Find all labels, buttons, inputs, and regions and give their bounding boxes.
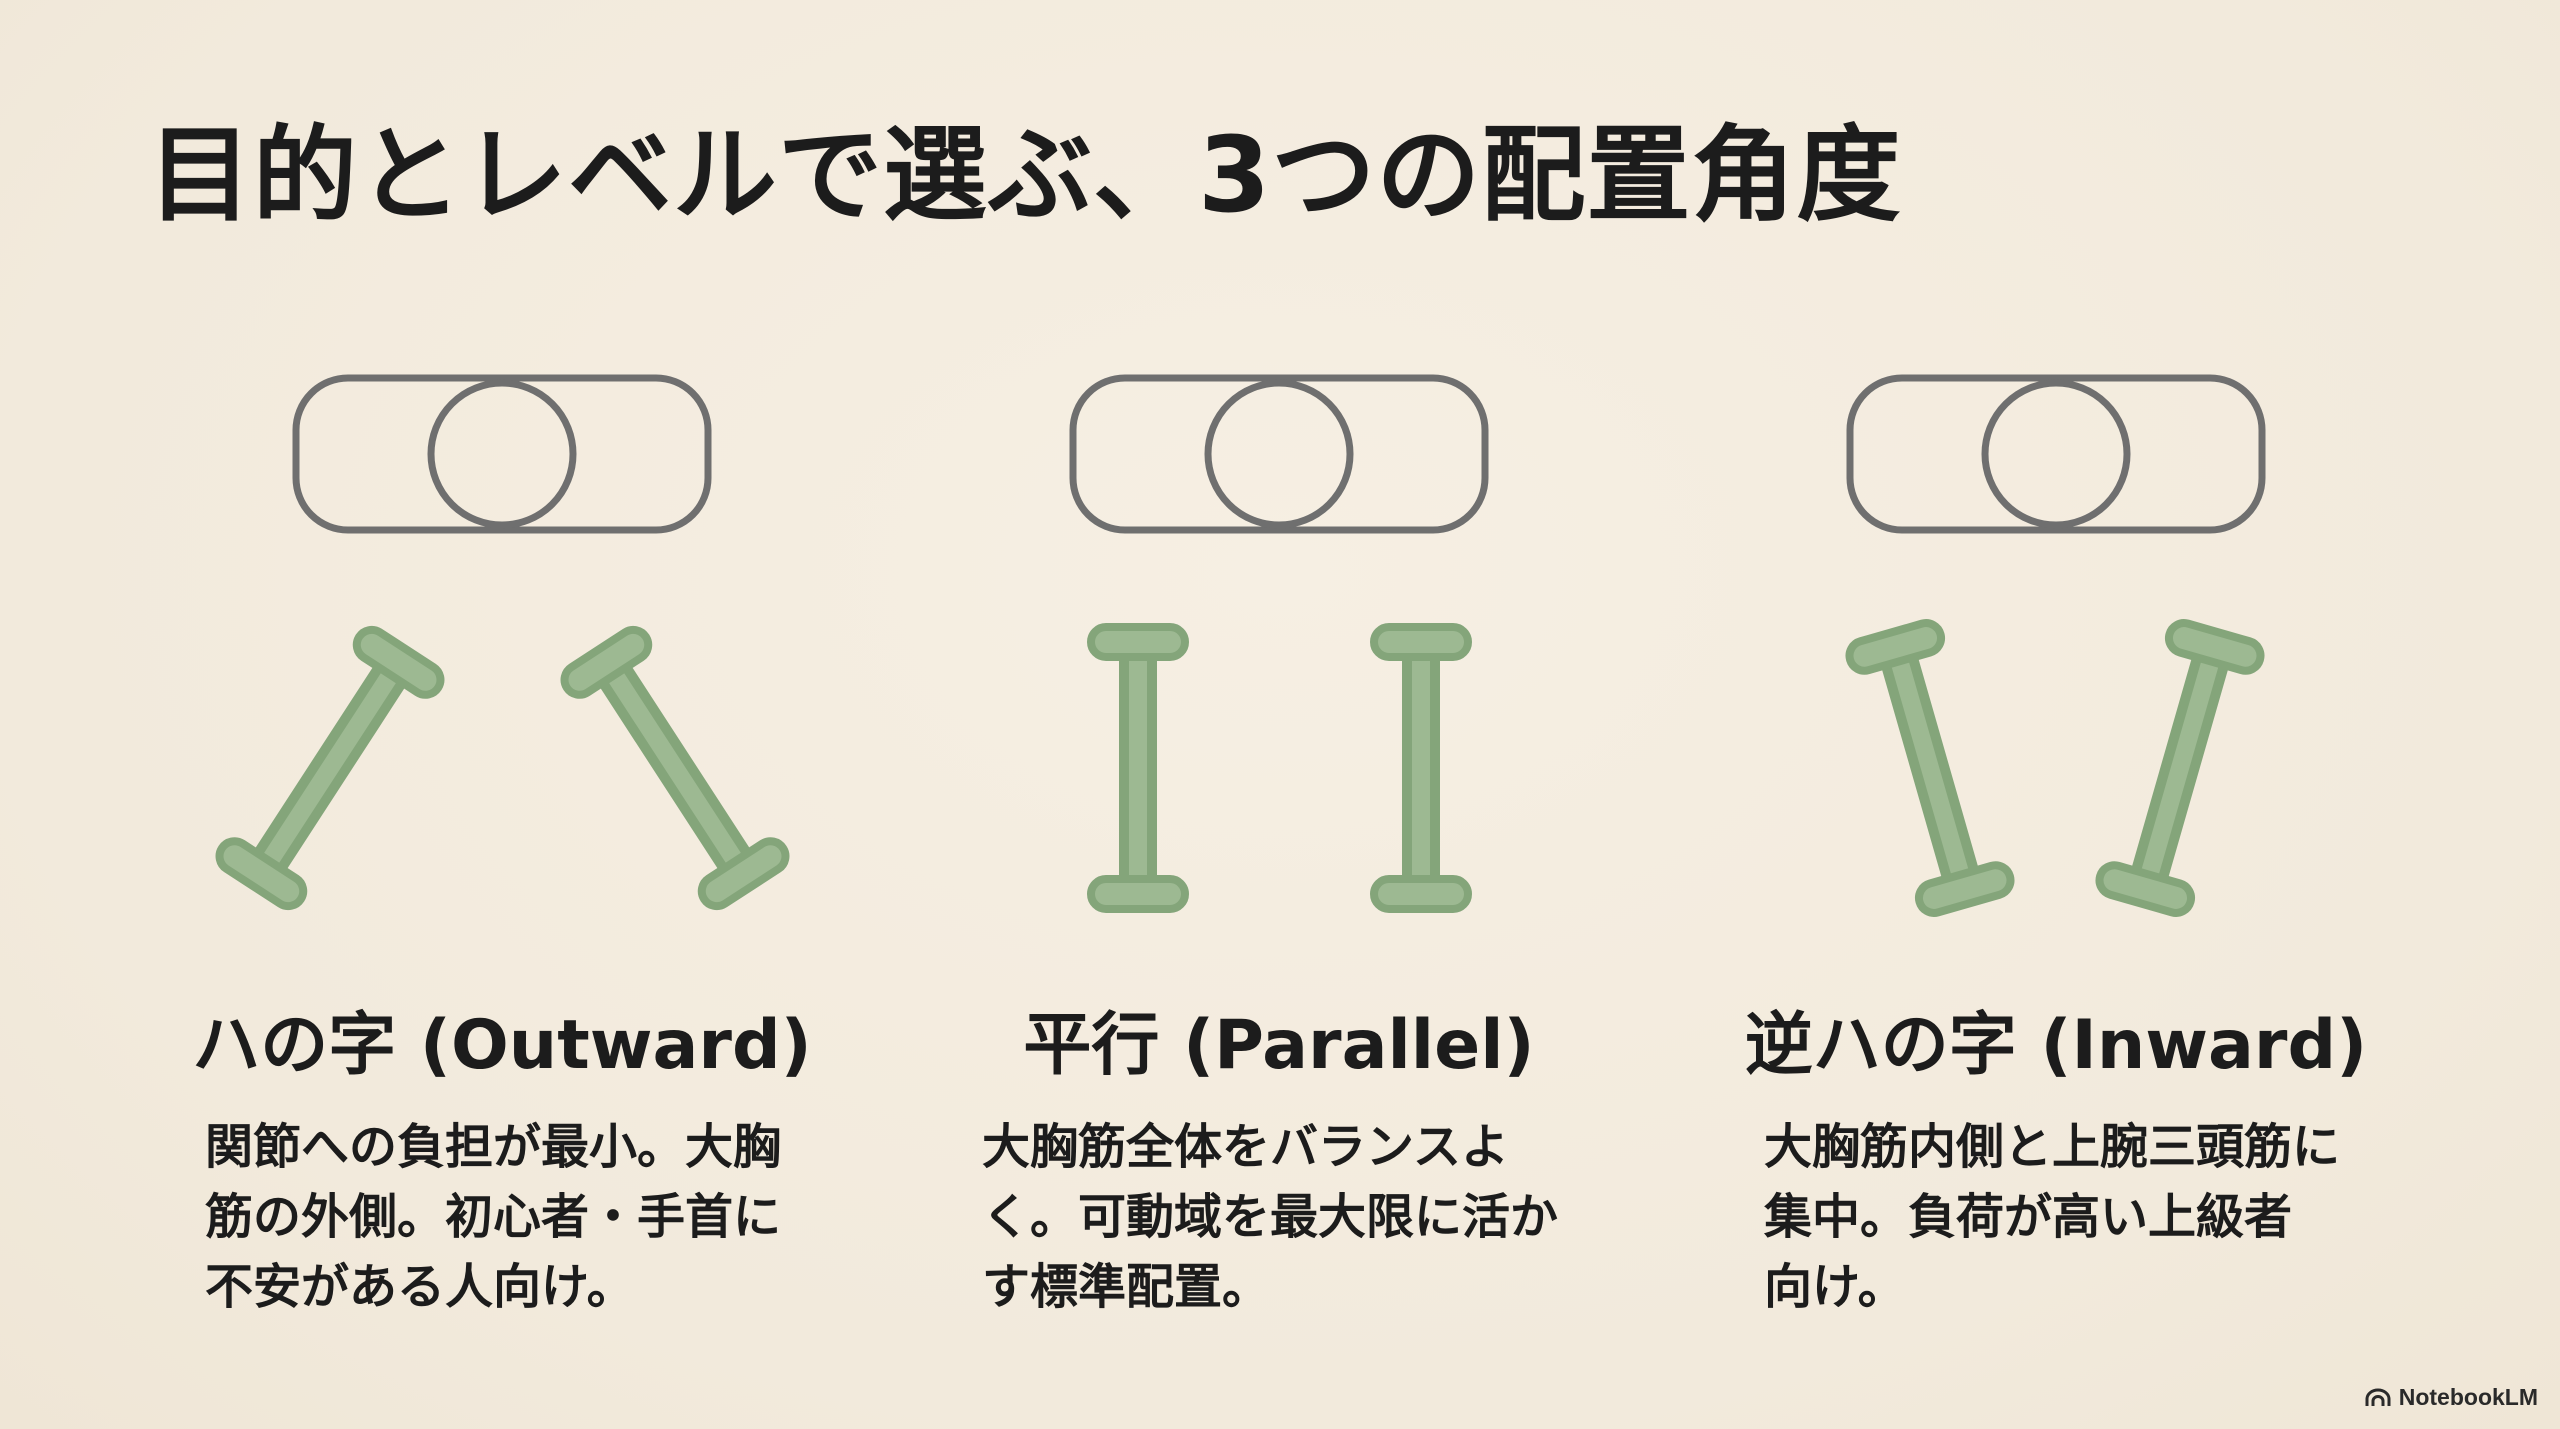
brand-name: NotebookLM: [2398, 1384, 2538, 1410]
head-outline-icon: [1073, 378, 1485, 530]
push-up-bar-right-icon: [559, 624, 791, 912]
push-up-bar-left-icon: [214, 624, 446, 912]
head-outline-icon: [1850, 378, 2262, 530]
card-label-parallel: 平行 (Parallel): [1023, 1006, 1535, 1085]
card-description-parallel: 大胸筋全体をバランスよ く。可動域を最大限に活か す標準配置。: [982, 1119, 1559, 1315]
outward-figure: [214, 378, 791, 912]
card-label-outward: ハの字 (Outward): [192, 1006, 812, 1085]
notebooklm-logo-icon: [2365, 1388, 2391, 1406]
card-description-inward: 大胸筋内側と上腕三頭筋に 集中。負荷が高い上級者 向け。: [1764, 1119, 2341, 1315]
card-description-outward: 関節への負担が最小。大胸 筋の外側。初心者・手首に 不安がある人向け。: [205, 1119, 782, 1315]
push-up-bar-left-icon: [1846, 620, 2014, 917]
inward-figure: [1846, 378, 2264, 916]
page-title: 目的とレベルで選ぶ、3つの配置角度: [148, 114, 1902, 236]
push-up-bar-right-icon: [2096, 620, 2264, 917]
brand-watermark: NotebookLM: [2365, 1384, 2538, 1411]
head-outline-icon: [296, 378, 708, 530]
card-label-inward: 逆ハの字 (Inward): [1744, 1006, 2368, 1085]
push-up-bar-right-icon: [1374, 627, 1468, 909]
push-up-bar-left-icon: [1091, 627, 1185, 909]
parallel-figure: [1073, 378, 1485, 909]
